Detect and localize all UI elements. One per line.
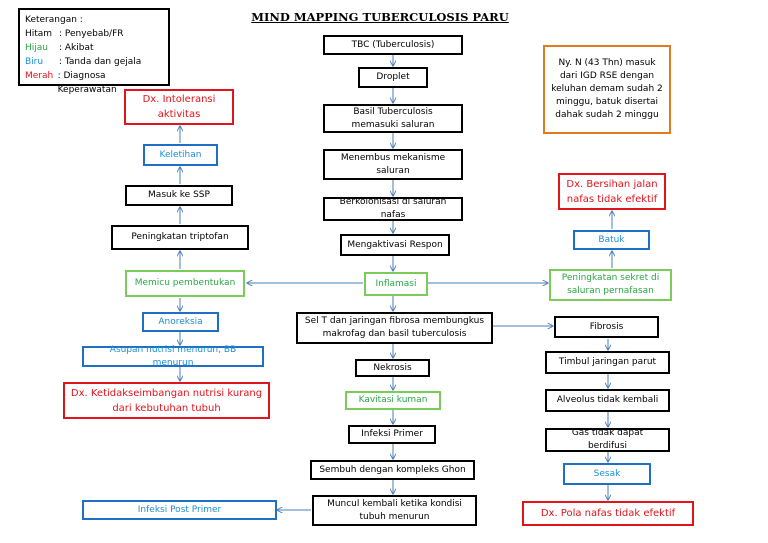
diagnosis-bersihan-jalan-nafas: Dx. Bersihan jalan nafas tidak efektif <box>558 173 666 210</box>
node-fibrosis: Fibrosis <box>554 316 659 338</box>
legend-value: : Penyebab/FR <box>59 29 124 39</box>
node-peningkatan-triptofan: Peningkatan triptofan <box>111 225 249 250</box>
node-menembus: Menembus mekanisme saluran <box>323 149 463 180</box>
node-tbc: TBC (Tuberculosis) <box>323 35 463 55</box>
legend-row: Merah : Diagnosa Keperawatan <box>25 69 163 97</box>
node-gas-berdifusi: Gas tidak dapat berdifusi <box>545 428 670 452</box>
legend-key: Hitam <box>25 29 53 39</box>
node-jaringan-parut: Timbul jaringan parut <box>545 351 670 374</box>
node-sembuh: Sembuh dengan kompleks Ghon <box>310 460 475 480</box>
node-sel-t: Sel T dan jaringan fibrosa membungkus ma… <box>296 312 493 344</box>
node-nekrosis: Nekrosis <box>355 359 430 377</box>
symptom-anoreksia: Anoreksia <box>142 312 219 332</box>
legend-key: Merah <box>25 71 54 81</box>
node-kavitasi: Kavitasi kuman <box>345 391 441 410</box>
legend-value: : Akibat <box>59 43 94 53</box>
node-mengaktivasi: Mengaktivasi Respon <box>340 234 450 256</box>
symptom-batuk: Batuk <box>573 230 650 250</box>
legend-row: Biru : Tanda dan gejala <box>25 55 163 69</box>
diagnosis-nutrisi: Dx. Ketidakseimbangan nutrisi kurang dar… <box>63 382 270 419</box>
diagnosis-pola-nafas: Dx. Pola nafas tidak efektif <box>522 501 694 526</box>
node-infeksi-primer: Infeksi Primer <box>348 425 436 444</box>
legend: Keterangan : Hitam : Penyebab/FR Hijau :… <box>18 8 170 95</box>
node-muncul: Muncul kembali ketika kondisi tubuh menu… <box>312 495 477 526</box>
page-title: MIND MAPPING TUBERCULOSIS PARU <box>251 10 509 24</box>
legend-key: Hijau <box>25 43 48 53</box>
node-peningkatan-sekret: Peningkatan sekret di saluran pernafasan <box>549 269 672 301</box>
diagnosis-intoleransi-aktivitas: Dx. Intoleransi aktivitas <box>124 89 234 125</box>
legend-key: Biru <box>25 57 44 67</box>
legend-row: Hitam : Penyebab/FR <box>25 27 163 41</box>
legend-heading: Keterangan : <box>25 15 83 25</box>
node-masuk-ssp: Masuk ke SSP <box>125 185 233 206</box>
legend-row: Hijau : Akibat <box>25 41 163 55</box>
node-berkolonisasi: Berkolonisasi di saluran nafas <box>323 197 463 221</box>
node-inflamasi: Inflamasi <box>364 272 428 296</box>
case-description: Ny. N (43 Thn) masuk dari IGD RSE dengan… <box>543 45 671 134</box>
legend-value: : Diagnosa Keperawatan <box>57 71 117 95</box>
symptom-keletihan: Keletihan <box>143 144 218 166</box>
node-basil: Basil Tuberculosis memasuki saluran <box>323 104 463 133</box>
node-infeksi-post-primer: Infeksi Post Primer <box>82 500 277 520</box>
symptom-asupan-nutrisi: Asupan nutrisi menurun, BB menurun <box>82 345 264 368</box>
symptom-sesak: Sesak <box>563 463 651 485</box>
node-droplet: Droplet <box>358 67 428 88</box>
node-memicu-pembentukan: Memicu pembentukan <box>125 270 245 297</box>
node-alveolus: Alveolus tidak kembali <box>545 389 670 412</box>
legend-value: : Tanda dan gejala <box>59 57 142 67</box>
